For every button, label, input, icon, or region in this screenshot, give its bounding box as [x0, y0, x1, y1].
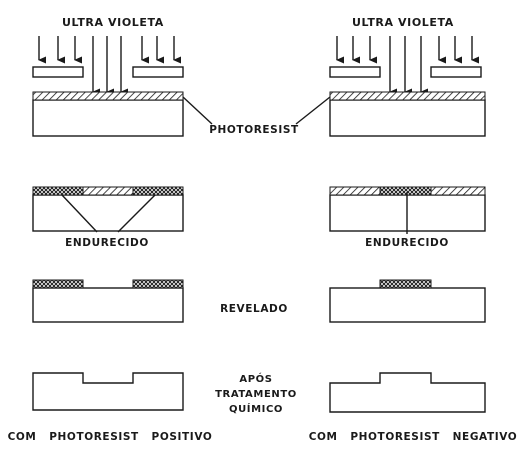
mask-left-a — [32, 66, 84, 78]
caption-positive: COM PHOTORESIST POSITIVO — [8, 431, 213, 443]
uv-arrows-left — [38, 36, 181, 96]
substrate-exposure-right — [329, 99, 486, 137]
developed-resist-left-b — [132, 279, 184, 289]
after-label-line1: APÓS — [239, 372, 272, 385]
photoresist-layer-right — [329, 91, 486, 101]
soft-resist-right-b — [430, 186, 486, 196]
after-label-line3: QUÍMICO — [229, 402, 283, 415]
photoresist-leader-left — [182, 96, 213, 125]
developed-label: REVELADO — [220, 303, 288, 315]
uv-label-right: ULTRA VIOLETA — [352, 16, 454, 29]
soft-resist-left — [82, 186, 134, 196]
hardened-resist-left-b — [132, 186, 184, 196]
developed-resist-right — [379, 279, 432, 289]
photoresist-label: PHOTORESIST — [209, 124, 299, 136]
etched-substrate-left — [32, 372, 184, 411]
caption-negative: COM PHOTORESIST NEGATIVO — [309, 431, 518, 443]
substrate-exposure-left — [32, 99, 184, 137]
substrate-developed-right — [329, 287, 486, 323]
soft-resist-right-a — [329, 186, 381, 196]
hardened-leader-left-b — [117, 194, 156, 233]
etched-substrate-right — [329, 372, 486, 413]
substrate-hardened-left — [32, 194, 184, 232]
hardened-label-right: ENDURECIDO — [365, 237, 449, 249]
hardened-resist-left-a — [32, 186, 84, 196]
hardened-resist-right — [379, 186, 432, 196]
mask-left-b — [132, 66, 184, 78]
uv-label-left: ULTRA VIOLETA — [62, 16, 164, 29]
uv-arrows-right — [336, 36, 479, 96]
developed-resist-left-a — [32, 279, 84, 289]
photoresist-layer-left — [32, 91, 184, 101]
mask-right-b — [430, 66, 482, 78]
hardened-label-left: ENDURECIDO — [65, 237, 149, 249]
after-label-line2: TRATAMENTO — [215, 389, 297, 400]
mask-right-a — [329, 66, 381, 78]
hardened-leader-left-a — [61, 194, 98, 233]
photoresist-leader-right — [295, 96, 331, 125]
substrate-developed-left — [32, 287, 184, 323]
